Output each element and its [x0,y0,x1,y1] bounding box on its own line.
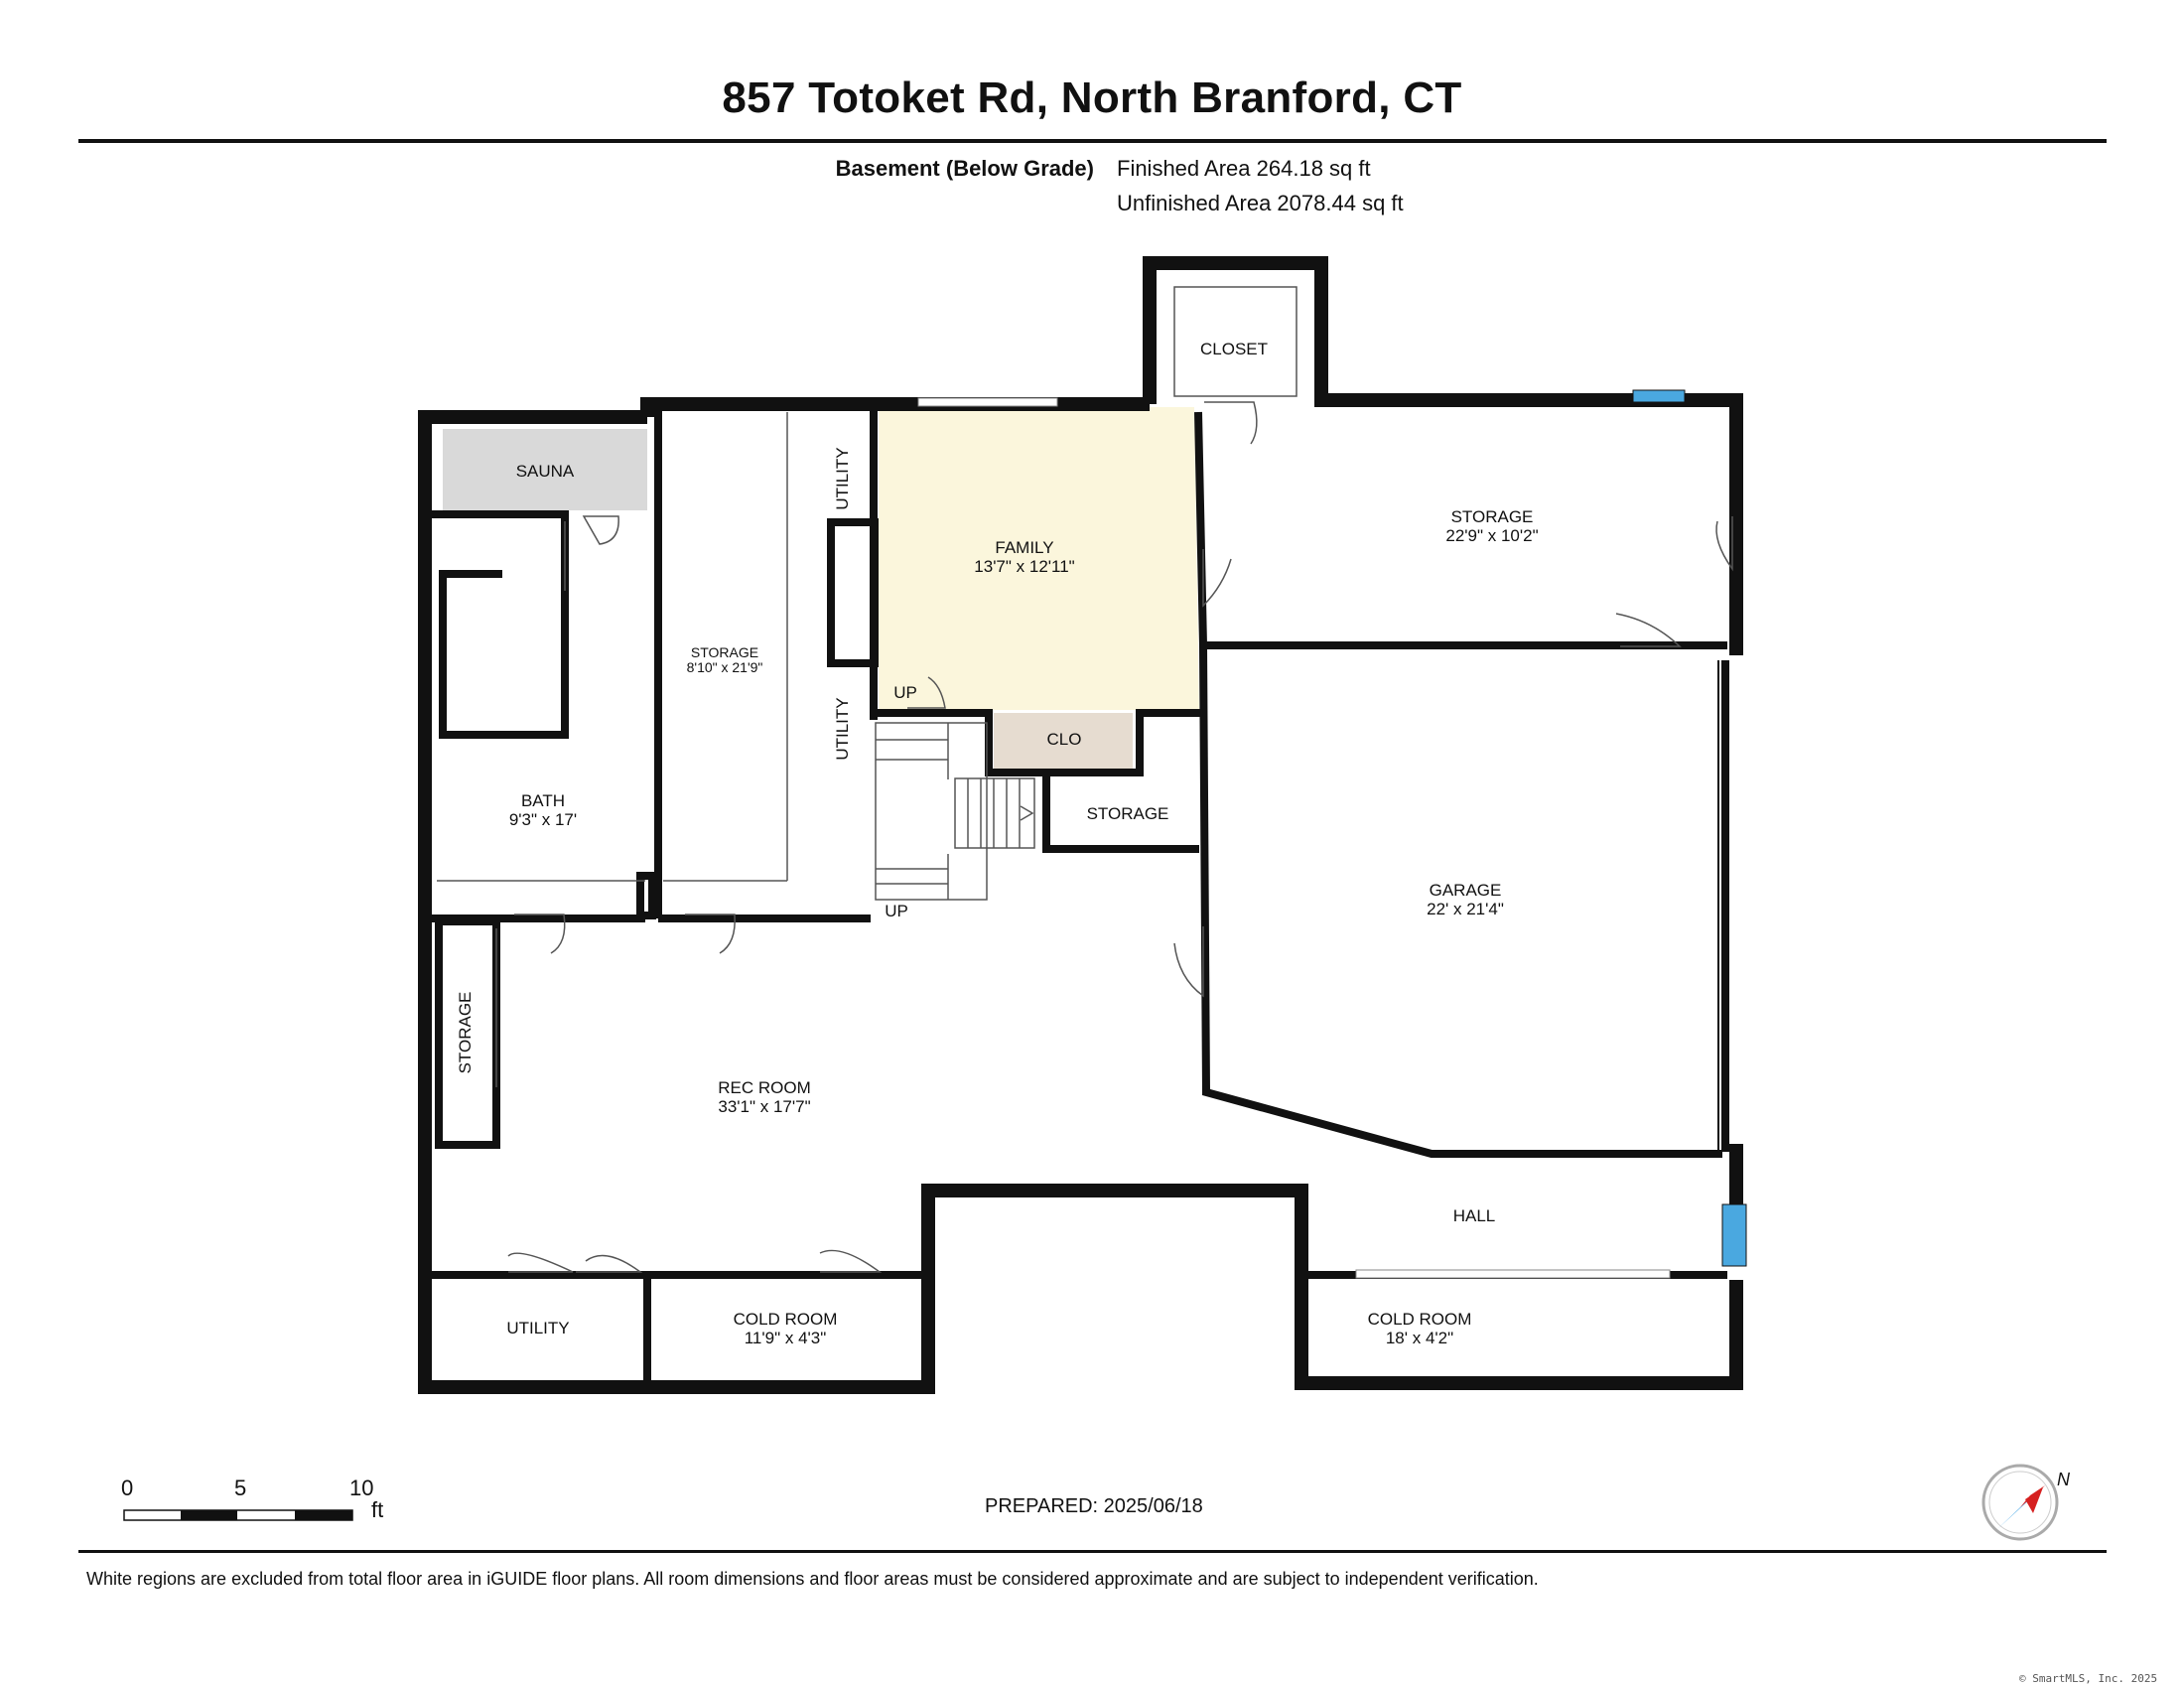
room-utility-bottom-label: UTILITY [506,1319,569,1337]
family-room-fill [879,407,1199,710]
clo-fill [994,713,1133,771]
unfinished-area: Unfinished Area 2078.44 sq ft [1117,191,1404,215]
room-cold-room-left-label: COLD ROOM [734,1310,838,1329]
finished-area: Finished Area 264.18 sq ft [1117,156,1371,181]
room-garage-dims: 22' x 21'4" [1427,900,1504,918]
scale-tick-0: 0 [121,1476,134,1500]
room-storage-left-label: STORAGE [456,992,475,1074]
compass-north-label: N [2057,1470,2071,1489]
room-sauna-label: SAUNA [516,462,575,481]
copyright-text: © SmartMLS, Inc. 2025 [2019,1672,2158,1685]
room-storage-tall-label: STORAGE [691,644,758,660]
room-utility-top-label: UTILITY [833,447,852,509]
room-storage-top-right-dims: 22'9" x 10'2" [1445,526,1538,545]
sauna-fill [443,429,647,510]
room-storage-small-label: STORAGE [1087,804,1169,823]
room-bath-label: BATH [521,791,565,810]
header-divider [78,139,2107,143]
room-garage-label: GARAGE [1430,881,1502,900]
room-cold-room-right-dims: 18' x 4'2" [1386,1329,1453,1347]
room-family-dims: 13'7" x 12'11" [974,557,1074,576]
room-hall-label: HALL [1453,1206,1496,1225]
scale-tick-10: 10 [349,1476,374,1500]
scale-tick-5: 5 [234,1476,247,1500]
room-storage-tall-dims: 8'10" x 21'9" [687,659,763,675]
stairs-up-bottom-label: UP [885,902,908,920]
room-storage-top-right-label: STORAGE [1451,507,1534,526]
windows [1632,389,1747,1267]
room-clo-label: CLO [1047,730,1082,749]
footer-divider [78,1550,2107,1553]
scale-unit: ft [371,1497,384,1522]
room-rec-room-dims: 33'1" x 17'7" [718,1097,810,1116]
window-openings [917,397,1671,1279]
stairs [875,722,1035,901]
room-cold-room-left-dims: 11'9" x 4'3" [745,1329,827,1347]
floor-label: Basement (Below Grade) [835,156,1094,181]
thin-lines [437,286,1297,882]
north-compass-icon: N [1981,1464,2071,1541]
room-rec-room-label: REC ROOM [718,1078,811,1097]
room-bath-dims: 9'3" x 17' [509,810,577,829]
scale-bar [123,1509,353,1521]
page-title: 857 Totoket Rd, North Branford, CT [722,73,1462,122]
doors [495,401,1733,1273]
room-family-label: FAMILY [995,538,1053,557]
prepared-date: PREPARED: 2025/06/18 [985,1495,1203,1517]
room-cold-room-right-label: COLD ROOM [1368,1310,1472,1329]
stairs-up-top-label: UP [893,683,917,702]
room-utility-mid-label: UTILITY [833,697,852,760]
disclaimer-text: White regions are excluded from total fl… [86,1569,1539,1589]
room-closet-label: CLOSET [1200,340,1268,358]
